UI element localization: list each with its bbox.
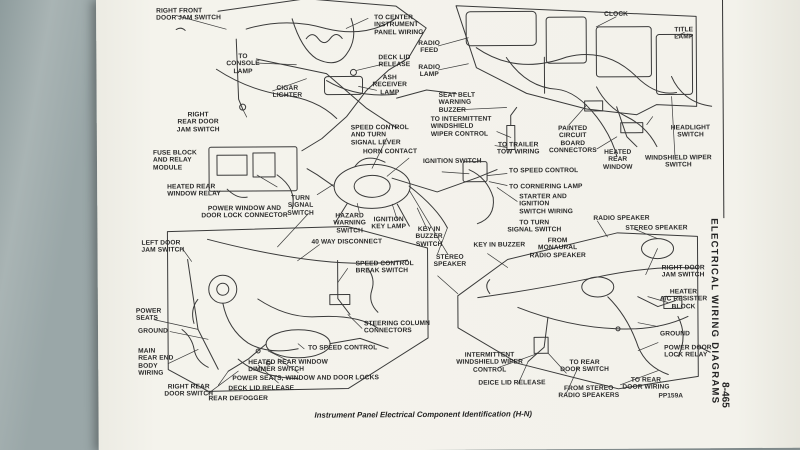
label-right-front-door-jam-switch: RIGHT FRONT DOOR JAM SWITCH xyxy=(156,7,222,23)
label-stereo-speaker-left: STEREO SPEAKER xyxy=(433,253,467,269)
label-to-cornering-lamp: TO CORNERING LAMP xyxy=(509,183,583,191)
label-key-in-buzzer-switch: KEY IN BUZZER SWITCH xyxy=(415,225,443,248)
label-ground-left: GROUND xyxy=(138,327,168,335)
label-heated-rear-window-relay: HEATED REAR WINDOW RELAY xyxy=(167,183,221,198)
label-starter-and-ignition-switch-wiring: STARTER AND IGNITION SWITCH WIRING xyxy=(519,193,574,216)
page-number: 8-465 xyxy=(719,382,731,408)
label-speed-control-break-switch: SPEED CONTROL BREAK SWITCH xyxy=(355,260,414,275)
label-to-speed-control-bottom: TO SPEED CONTROL xyxy=(308,344,378,352)
label-to-center-instrument-panel-wiring: TO CENTER INSTRUMENT PANEL WIRING xyxy=(374,14,424,37)
label-heated-rear-window-dimmer-switch: HEATED REAR WINDOW DIMMER SWITCH xyxy=(248,358,328,374)
label-turn-signal-switch: TURN SIGNAL SWITCH xyxy=(287,194,314,217)
label-to-turn-signal-switch: TO TURN SIGNAL SWITCH xyxy=(507,219,562,234)
label-heater-ac-resister-block: HEATER A/C RESISTER BLOCK xyxy=(659,288,708,311)
label-ash-receiver-lamp: ASH RECEIVER LAMP xyxy=(372,74,408,97)
label-to-intermittent-windshield-wiper-control: TO INTERMITTENT WINDSHIELD WIPER CONTROL xyxy=(430,115,492,138)
label-headlight-switch: HEADLIGHT SWITCH xyxy=(670,124,711,139)
leader-lines xyxy=(153,15,685,394)
cluster-drawing xyxy=(455,5,713,158)
upper-dash-drawing xyxy=(175,0,458,152)
label-seat-belt-warning-buzzer: SEAT BELT WARNING BUZZER xyxy=(438,91,476,114)
label-to-speed-control-top: TO SPEED CONTROL xyxy=(509,167,579,175)
label-hazard-warning-switch: HAZARD WARNING SWITCH xyxy=(333,212,366,235)
label-cigar-lighter: CIGAR LIGHTER xyxy=(272,84,303,100)
label-clock: CLOCK xyxy=(604,10,629,18)
label-ignition-switch: IGNITION SWITCH xyxy=(422,157,482,166)
label-power-seats-window-and-door-locks: POWER SEATS, WINDOW AND DOOR LOCKS xyxy=(232,374,379,383)
label-windshield-wiper-switch: WINDSHIELD WIPER SWITCH xyxy=(644,154,712,169)
label-40-way-disconnect: 40 WAY DISCONNECT xyxy=(311,238,383,246)
label-horn-contact: HORN CONTACT xyxy=(362,148,418,156)
manual-page: RIGHT FRONT DOOR JAM SWITCH TO CENTER IN… xyxy=(96,0,800,450)
label-right-rear-door-switch: RIGHT REAR DOOR SWITCH xyxy=(164,383,214,398)
label-ground-right: GROUND xyxy=(660,330,690,338)
label-key-in-buzzer: KEY IN BUZZER xyxy=(473,241,526,249)
label-fuse-block-and-relay-module: FUSE BLOCK AND RELAY MODULE xyxy=(152,149,197,172)
section-title: ELECTRICAL WIRING DIAGRAMS xyxy=(708,218,721,405)
label-ignition-key-lamp: IGNITION KEY LAMP xyxy=(371,216,407,231)
label-heated-rear-window: HEATED REAR WINDOW xyxy=(603,148,633,171)
label-radio-feed: RADIO FEED xyxy=(418,39,441,55)
label-rear-defogger: REAR DEFOGGER xyxy=(208,394,269,403)
label-power-seats: POWER SEATS xyxy=(135,307,162,323)
label-title-lamp: TITLE LAMP xyxy=(674,26,694,41)
label-power-window-and-door-lock-connector: POWER WINDOW AND DOOR LOCK CONNECTOR xyxy=(201,204,288,220)
label-radio-lamp: RADIO LAMP xyxy=(418,63,441,79)
label-to-rear-door-wiring: TO REAR DOOR WIRING xyxy=(622,376,670,392)
label-to-console-lamp: TO CONSOLE LAMP xyxy=(226,53,260,75)
label-radio-speaker: RADIO SPEAKER xyxy=(593,214,650,222)
label-left-door-jam-switch: LEFT DOOR JAM SWITCH xyxy=(141,239,185,255)
label-deck-lid-release-bottom: DECK LID RELEASE xyxy=(228,384,295,393)
label-from-stereo-radio-speakers: FROM STEREO RADIO SPEAKERS xyxy=(558,384,620,400)
label-deck-lid-release: DECK LID RELEASE xyxy=(378,54,411,69)
label-deice-lid-release: DEICE LID RELEASE xyxy=(478,379,546,387)
label-painted-circuit-board-connectors: PAINTED CIRCUIT BOARD CONNECTORS xyxy=(548,125,597,155)
lower-left-drawing xyxy=(166,225,429,392)
label-to-rear-door-switch: TO REAR DOOR SWITCH xyxy=(560,358,610,374)
label-power-door-lock-relay: POWER DOOR LOCK RELAY xyxy=(664,344,712,359)
label-speed-control-and-turn-signal-lever: SPEED CONTROL AND TURN SIGNAL LEVER xyxy=(350,124,409,147)
figure-caption: Instrument Panel Electrical Component Id… xyxy=(314,409,533,420)
steering-column-drawing xyxy=(208,146,498,229)
label-main-rear-end-body-wiring: MAIN REAR END BODY WIRING xyxy=(138,347,174,377)
label-right-rear-door-jam-switch: RIGHT REAR DOOR JAM SWITCH xyxy=(176,111,220,134)
figure-code: PP159A xyxy=(658,392,684,400)
label-from-monaural-radio-speaker: FROM MONAURAL RADIO SPEAKER xyxy=(529,237,586,260)
wiring-illustration xyxy=(153,0,713,394)
lower-right-drawing xyxy=(457,232,711,390)
label-to-trailer-tow-wiring: TO TRAILER TOW WIRING xyxy=(496,141,540,156)
label-intermittent-windshield-wiper-control: INTERMITTENT WINDSHIELD WIPER CONTROL xyxy=(456,351,524,374)
label-right-door-jam-switch: RIGHT DOOR JAM SWITCH xyxy=(661,264,705,279)
label-steering-column-connectors: STEERING COLUMN CONNECTORS xyxy=(363,319,430,335)
label-stereo-speaker-top: STEREO SPEAKER xyxy=(625,224,688,232)
